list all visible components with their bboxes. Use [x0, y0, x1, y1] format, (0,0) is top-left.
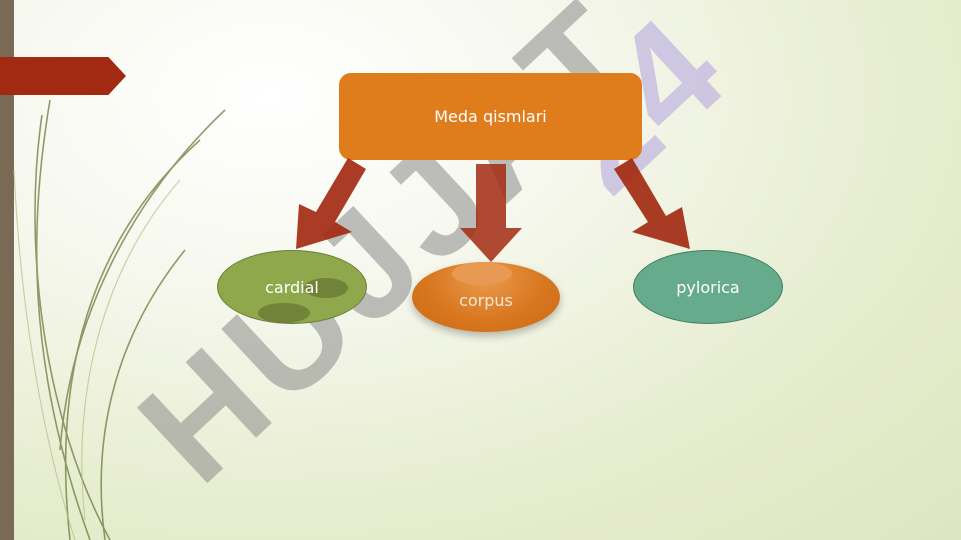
root-node: Meda qismlari [339, 73, 642, 160]
node-cardial: cardial [217, 250, 367, 324]
corpus-highlight [452, 262, 512, 285]
node-corpus: corpus [412, 262, 560, 332]
node-pylorica-label: pylorica [676, 277, 740, 297]
cardial-blob-top [304, 278, 348, 298]
node-cardial-label: cardial [265, 277, 319, 297]
root-node-label: Meda qismlari [434, 107, 547, 126]
arrow-to-pylorica [614, 158, 690, 249]
node-pylorica: pylorica [633, 250, 783, 324]
arrow-to-cardial [296, 158, 366, 249]
cardial-blob-bottom [258, 303, 310, 323]
slide-left-bar [0, 0, 14, 540]
header-tab-arrow [0, 57, 126, 95]
arrow-to-corpus [460, 164, 522, 262]
node-corpus-label: corpus [459, 290, 513, 310]
